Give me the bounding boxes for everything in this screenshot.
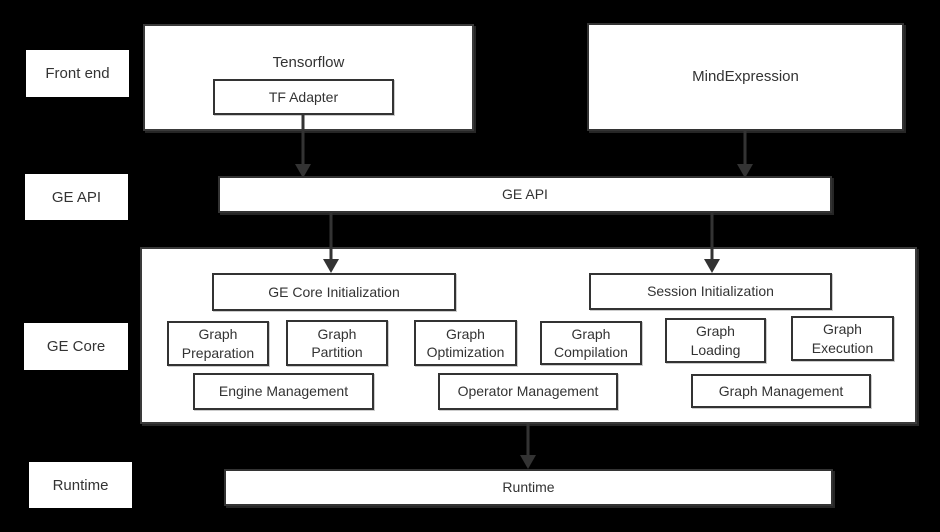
engine-management-box: Engine Management	[193, 373, 374, 410]
arrow-tfadapter-to-geapi	[295, 114, 311, 178]
arrow-shaft	[301, 114, 305, 166]
row-label-ge-api: GE API	[25, 174, 128, 220]
session-initialization-box: Session Initialization	[589, 273, 832, 310]
tf-adapter-box: TF Adapter	[213, 79, 394, 115]
arrow-head-icon	[295, 164, 311, 178]
operator-management-box: Operator Management	[438, 373, 618, 410]
arrow-shaft	[526, 424, 530, 457]
graph-compilation-box: Graph Compilation	[540, 321, 642, 365]
arrow-head-icon	[520, 455, 536, 469]
arrow-head-icon	[737, 164, 753, 178]
ge-core-initialization-box: GE Core Initialization	[212, 273, 456, 311]
arrow-mindexpression-to-geapi	[737, 131, 753, 178]
arrow-shaft	[329, 213, 333, 261]
row-label-runtime: Runtime	[29, 462, 132, 508]
arrow-gecore-to-runtime	[520, 424, 536, 469]
graph-preparation-box: Graph Preparation	[167, 321, 269, 366]
arrow-geapi-to-session-init	[704, 213, 720, 273]
row-label-front-end: Front end	[26, 50, 129, 97]
graph-optimization-box: Graph Optimization	[414, 320, 517, 366]
graph-partition-box: Graph Partition	[286, 320, 388, 366]
graph-loading-box: Graph Loading	[665, 318, 766, 363]
mindexpression-box: MindExpression	[587, 23, 904, 131]
runtime-bar: Runtime	[224, 469, 833, 506]
graph-execution-box: Graph Execution	[791, 316, 894, 361]
arrow-shaft	[743, 131, 747, 166]
graph-management-box: Graph Management	[691, 374, 871, 408]
ge-api-bar: GE API	[218, 176, 832, 213]
row-label-ge-core: GE Core	[24, 323, 128, 370]
arrow-head-icon	[704, 259, 720, 273]
arrow-head-icon	[323, 259, 339, 273]
arrow-shaft	[710, 213, 714, 261]
arrow-geapi-to-gecore-init	[323, 213, 339, 273]
tensorflow-label: Tensorflow	[272, 54, 345, 71]
